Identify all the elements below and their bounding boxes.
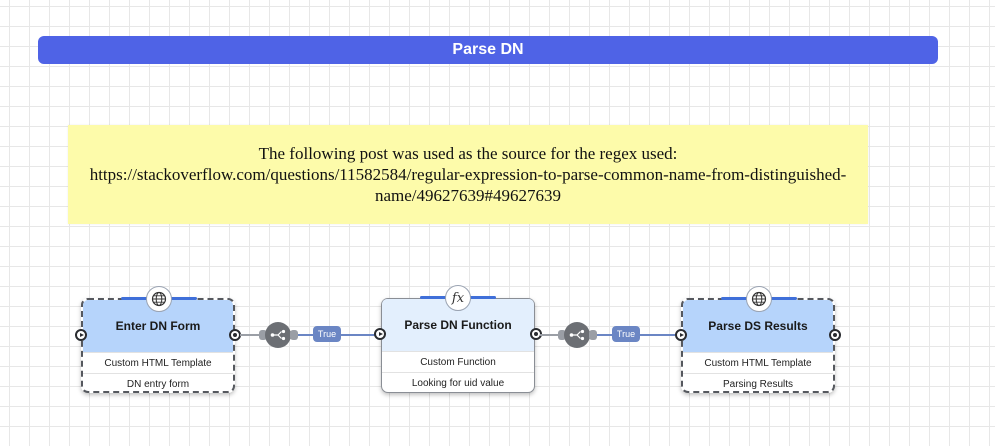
- input-port[interactable]: [675, 329, 687, 341]
- workflow-title: Parse DN: [452, 41, 524, 58]
- edge-handle[interactable]: [558, 330, 566, 340]
- node-type: Custom HTML Template: [683, 352, 833, 373]
- function-icon: fx: [445, 285, 471, 311]
- workflow-title-bar[interactable]: Parse DN: [38, 36, 938, 64]
- node-parse-dn-function[interactable]: fx Parse DN Function Custom Function Loo…: [374, 285, 542, 393]
- split-icon[interactable]: [265, 322, 291, 348]
- edge-handle[interactable]: [589, 330, 597, 340]
- globe-icon: [746, 286, 772, 312]
- node-type: Custom Function: [382, 351, 534, 372]
- node-description: DN entry form: [83, 373, 233, 394]
- edge-label[interactable]: True: [612, 326, 640, 342]
- edge-line[interactable]: [540, 334, 564, 336]
- output-port[interactable]: [829, 329, 841, 341]
- input-port[interactable]: [75, 329, 87, 341]
- node-parse-ds-results[interactable]: Parse DS Results Custom HTML Template Pa…: [675, 286, 841, 394]
- node-type: Custom HTML Template: [83, 352, 233, 373]
- input-port[interactable]: [374, 328, 386, 340]
- annotation-note-text: The following post was used as the sourc…: [89, 144, 847, 205]
- node-description: Looking for uid value: [382, 372, 534, 393]
- split-icon[interactable]: [564, 322, 590, 348]
- node-enter-dn-form[interactable]: Enter DN Form Custom HTML Template DN en…: [75, 286, 241, 394]
- annotation-note[interactable]: The following post was used as the sourc…: [68, 125, 868, 224]
- edge-handle[interactable]: [259, 330, 267, 340]
- node-description: Parsing Results: [683, 373, 833, 394]
- edge-label[interactable]: True: [313, 326, 341, 342]
- edge-line[interactable]: [240, 334, 264, 336]
- edge-handle[interactable]: [290, 330, 298, 340]
- globe-icon: [146, 286, 172, 312]
